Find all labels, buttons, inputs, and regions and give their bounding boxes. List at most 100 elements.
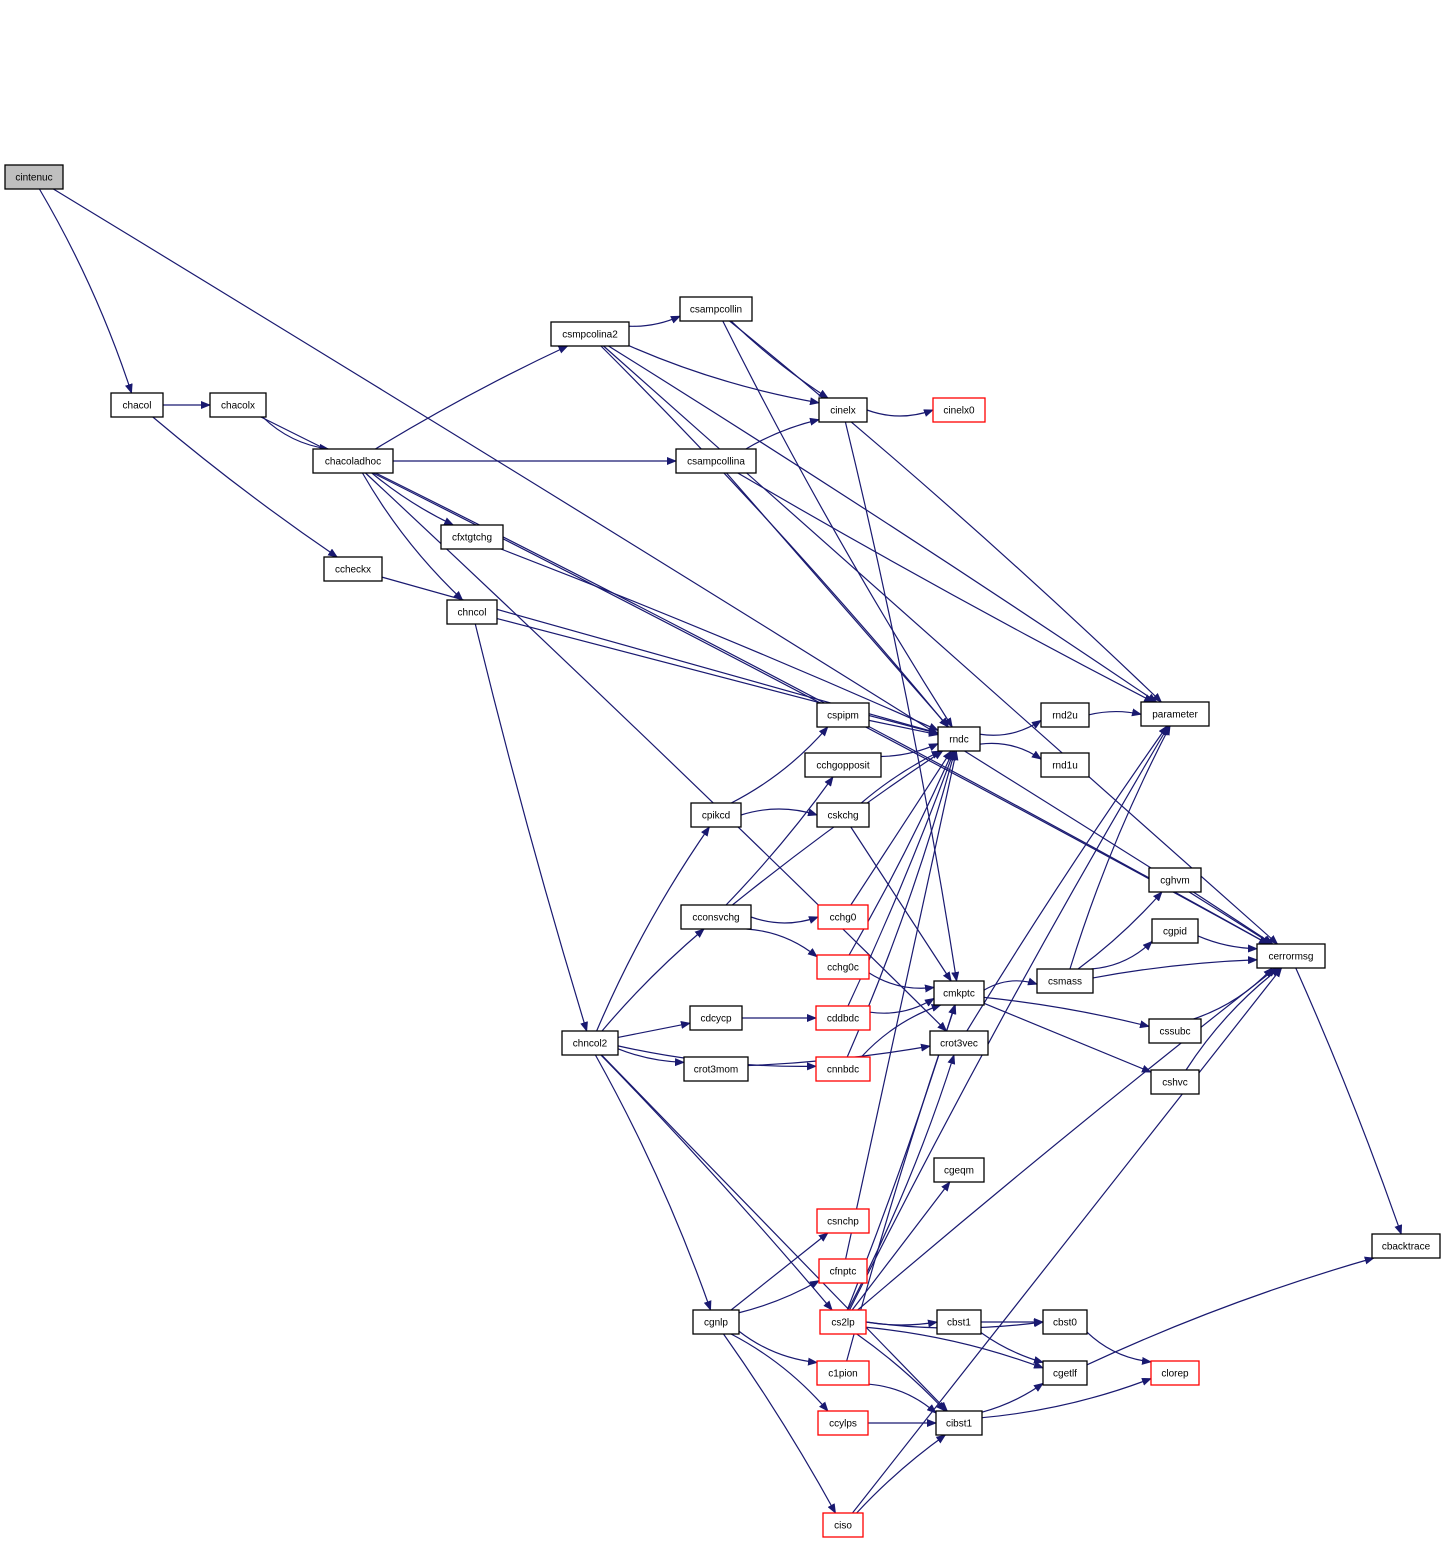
node-cfnptc-box[interactable] — [818, 1258, 868, 1284]
node-csmpcolina2[interactable]: csmpcolina2 — [550, 321, 630, 347]
node-cbst1-box[interactable] — [936, 1309, 982, 1335]
node-chncol[interactable]: chncol — [446, 599, 498, 625]
node-cchg0-box[interactable] — [817, 904, 869, 930]
node-cs2lp[interactable]: cs2lp — [819, 1309, 867, 1335]
node-chacolx-box[interactable] — [209, 392, 267, 418]
node-cshvc[interactable]: cshvc — [1150, 1069, 1200, 1095]
node-cfxtgtchg[interactable]: cfxtgtchg — [440, 524, 504, 550]
node-cghvm-box[interactable] — [1148, 867, 1202, 893]
node-cskchg-box[interactable] — [816, 802, 870, 828]
node-ciso-box[interactable] — [822, 1512, 864, 1538]
node-rndc-box[interactable] — [937, 726, 981, 752]
node-cshvc-box[interactable] — [1150, 1069, 1200, 1095]
node-cssubc-box[interactable] — [1148, 1018, 1202, 1044]
node-chacol-box[interactable] — [110, 392, 164, 418]
node-chncol2-box[interactable] — [561, 1030, 619, 1056]
node-ccylps-box[interactable] — [817, 1410, 869, 1436]
node-rndc[interactable]: rndc — [937, 726, 981, 752]
node-cbst1[interactable]: cbst1 — [936, 1309, 982, 1335]
node-cinelx0[interactable]: cinelx0 — [932, 397, 986, 423]
node-clorep[interactable]: clorep — [1150, 1360, 1200, 1386]
node-csmass-box[interactable] — [1036, 968, 1094, 994]
node-cbacktrace[interactable]: cbacktrace — [1371, 1233, 1441, 1259]
node-cchg0c[interactable]: cchg0c — [816, 954, 870, 980]
node-cdcycp[interactable]: cdcycp — [689, 1005, 743, 1031]
node-cibst1-box[interactable] — [935, 1410, 983, 1436]
node-cchg0c-box[interactable] — [816, 954, 870, 980]
node-c1pion[interactable]: c1pion — [816, 1360, 870, 1386]
node-rnd2u[interactable]: rnd2u — [1040, 702, 1090, 728]
node-csmpcolina2-box[interactable] — [550, 321, 630, 347]
node-cibst1[interactable]: cibst1 — [935, 1410, 983, 1436]
node-csnchp[interactable]: csnchp — [816, 1208, 870, 1234]
node-parameter[interactable]: parameter — [1140, 701, 1210, 727]
node-csnchp-box[interactable] — [816, 1208, 870, 1234]
node-cghvm[interactable]: cghvm — [1148, 867, 1202, 893]
node-cpikcd[interactable]: cpikcd — [690, 802, 742, 828]
node-chncol-box[interactable] — [446, 599, 498, 625]
node-cinelx-box[interactable] — [818, 397, 868, 423]
node-cskchg[interactable]: cskchg — [816, 802, 870, 828]
node-cgetlf[interactable]: cgetlf — [1042, 1360, 1088, 1386]
node-ccheckx[interactable]: ccheckx — [323, 556, 383, 582]
node-cerrormsg[interactable]: cerrormsg — [1256, 943, 1326, 969]
node-cbst0-box[interactable] — [1042, 1309, 1088, 1335]
node-csampcollin[interactable]: csampcollin — [679, 296, 753, 322]
node-cspipm[interactable]: cspipm — [816, 702, 870, 728]
node-cconsvchg-box[interactable] — [680, 904, 752, 930]
node-crot3vec[interactable]: crot3vec — [929, 1030, 989, 1056]
node-cchgopposit[interactable]: cchgopposit — [804, 752, 882, 778]
node-cbst0[interactable]: cbst0 — [1042, 1309, 1088, 1335]
node-crot3vec-box[interactable] — [929, 1030, 989, 1056]
node-clorep-box[interactable] — [1150, 1360, 1200, 1386]
node-cgpid[interactable]: cgpid — [1151, 918, 1199, 944]
node-cpikcd-box[interactable] — [690, 802, 742, 828]
node-cintenuc-box[interactable] — [4, 164, 64, 190]
node-chncol2[interactable]: chncol2 — [561, 1030, 619, 1056]
node-c1pion-box[interactable] — [816, 1360, 870, 1386]
node-cssubc[interactable]: cssubc — [1148, 1018, 1202, 1044]
node-cfxtgtchg-box[interactable] — [440, 524, 504, 550]
node-csampcollina-box[interactable] — [675, 448, 757, 474]
node-cinelx0-box[interactable] — [932, 397, 986, 423]
node-csampcollina[interactable]: csampcollina — [675, 448, 757, 474]
node-ccheckx-box[interactable] — [323, 556, 383, 582]
node-cgnlp-box[interactable] — [692, 1309, 740, 1335]
node-chacoladhoc[interactable]: chacoladhoc — [312, 448, 394, 474]
node-chacoladhoc-box[interactable] — [312, 448, 394, 474]
node-cmkptc-box[interactable] — [933, 980, 985, 1006]
node-ccylps[interactable]: ccylps — [817, 1410, 869, 1436]
node-rnd1u-box[interactable] — [1040, 752, 1090, 778]
node-csmass[interactable]: csmass — [1036, 968, 1094, 994]
node-crot3mom-box[interactable] — [683, 1056, 749, 1082]
node-chacolx[interactable]: chacolx — [209, 392, 267, 418]
node-cspipm-box[interactable] — [816, 702, 870, 728]
node-cinelx[interactable]: cinelx — [818, 397, 868, 423]
node-cintenuc[interactable]: cintenuc — [4, 164, 64, 190]
node-cgpid-box[interactable] — [1151, 918, 1199, 944]
node-cgeqm-box[interactable] — [933, 1157, 985, 1183]
node-ciso[interactable]: ciso — [822, 1512, 864, 1538]
node-rnd1u[interactable]: rnd1u — [1040, 752, 1090, 778]
node-cgetlf-box[interactable] — [1042, 1360, 1088, 1386]
node-cdcycp-box[interactable] — [689, 1005, 743, 1031]
node-cchg0[interactable]: cchg0 — [817, 904, 869, 930]
node-parameter-box[interactable] — [1140, 701, 1210, 727]
node-crot3mom[interactable]: crot3mom — [683, 1056, 749, 1082]
node-cerrormsg-box[interactable] — [1256, 943, 1326, 969]
node-cnnbdc-box[interactable] — [815, 1056, 871, 1082]
node-cmkptc[interactable]: cmkptc — [933, 980, 985, 1006]
node-cs2lp-box[interactable] — [819, 1309, 867, 1335]
node-cbacktrace-box[interactable] — [1371, 1233, 1441, 1259]
node-cgnlp[interactable]: cgnlp — [692, 1309, 740, 1335]
node-cgeqm[interactable]: cgeqm — [933, 1157, 985, 1183]
node-cfnptc[interactable]: cfnptc — [818, 1258, 868, 1284]
node-csampcollin-box[interactable] — [679, 296, 753, 322]
node-chacol[interactable]: chacol — [110, 392, 164, 418]
node-cchgopposit-box[interactable] — [804, 752, 882, 778]
node-rnd2u-box[interactable] — [1040, 702, 1090, 728]
node-cnnbdc[interactable]: cnnbdc — [815, 1056, 871, 1082]
node-cddbdc[interactable]: cddbdc — [815, 1005, 871, 1031]
node-cconsvchg[interactable]: cconsvchg — [680, 904, 752, 930]
node-cddbdc-box[interactable] — [815, 1005, 871, 1031]
